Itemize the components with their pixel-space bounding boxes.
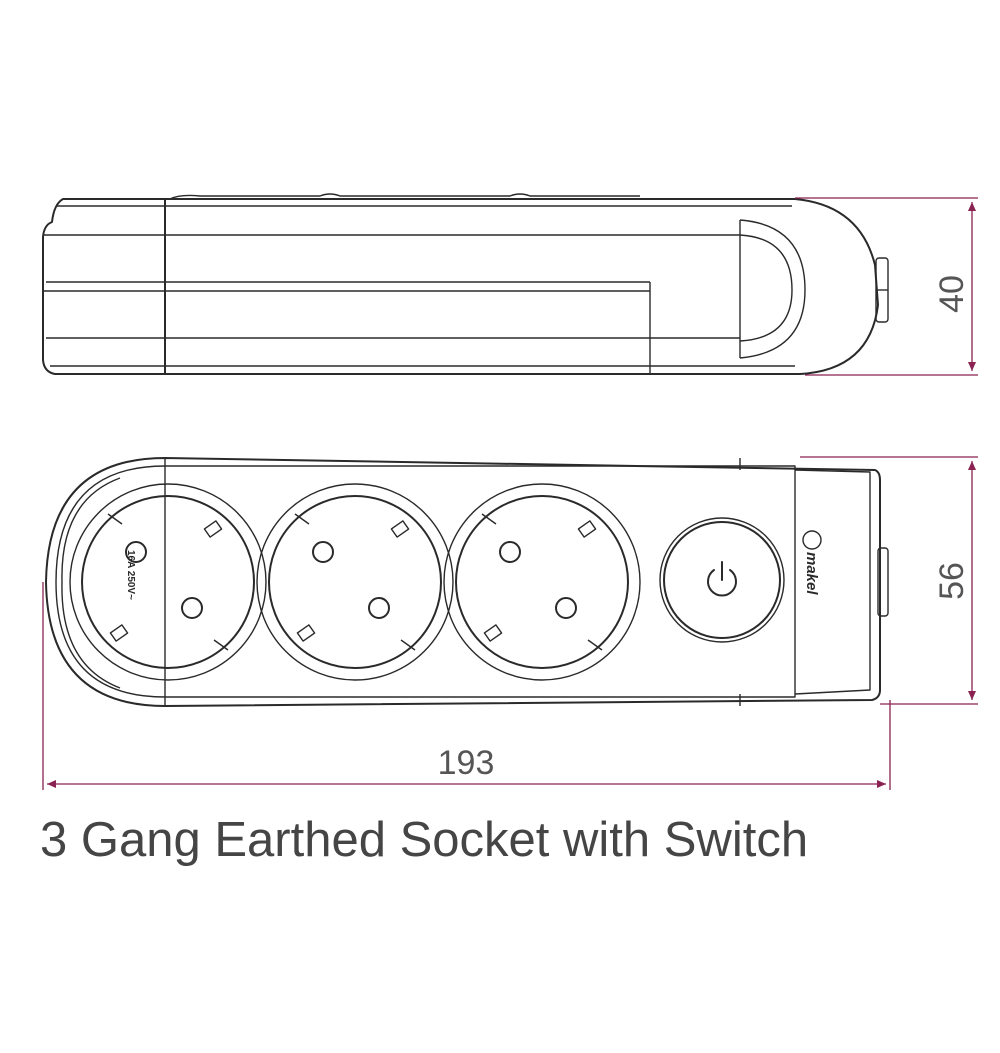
top-cord-plug	[877, 547, 889, 617]
socket-2-rim	[256, 483, 454, 681]
socket-1-earth-clip	[203, 520, 223, 538]
dimension-height: 40	[795, 197, 978, 376]
brand-logo: makel	[802, 530, 822, 595]
socket-1-earth-clip	[109, 624, 129, 642]
power-icon	[707, 561, 737, 597]
socket-3-notch	[481, 513, 497, 525]
socket-2-face	[268, 495, 442, 669]
socket-2-pin-hole	[368, 597, 390, 619]
socket-3-rim	[443, 483, 641, 681]
socket-2-notch	[400, 639, 416, 651]
svg-text:makel: makel	[803, 552, 820, 595]
rating-label: 16A 250V~	[125, 550, 136, 600]
product-caption: 3 Gang Earthed Socket with Switch	[40, 813, 809, 867]
socket-3-face	[455, 495, 629, 669]
socket-3-earth-clip	[483, 624, 503, 642]
top-view-outline	[45, 457, 881, 707]
width-value: 56	[933, 562, 971, 600]
cord-exit-curve	[739, 219, 806, 359]
power-switch	[659, 517, 785, 643]
socket-3-pin-hole	[555, 597, 577, 619]
switch-button	[663, 521, 781, 639]
height-value: 40	[933, 275, 971, 313]
socket-1-rim	[69, 483, 267, 681]
socket-1-notch	[213, 639, 229, 651]
socket-1-notch	[107, 513, 123, 525]
side-view	[42, 193, 889, 375]
socket-2-earth-clip	[296, 624, 316, 642]
socket-3-notch	[587, 639, 603, 651]
socket-3-earth-clip	[577, 520, 597, 538]
socket-1-face	[81, 495, 255, 669]
length-value: 193	[438, 744, 495, 782]
socket-2-notch	[294, 513, 310, 525]
socket-1-pin-hole	[125, 541, 147, 563]
socket-1-pin-hole	[181, 597, 203, 619]
side-view-outline	[42, 198, 879, 375]
top-view: makel 16A 250V~	[45, 457, 889, 707]
socket-2-pin-hole	[312, 541, 334, 563]
socket-3-pin-hole	[499, 541, 521, 563]
dimension-length: 193	[42, 582, 891, 790]
dimension-width: 56	[800, 456, 978, 705]
socket-2-earth-clip	[390, 520, 410, 538]
